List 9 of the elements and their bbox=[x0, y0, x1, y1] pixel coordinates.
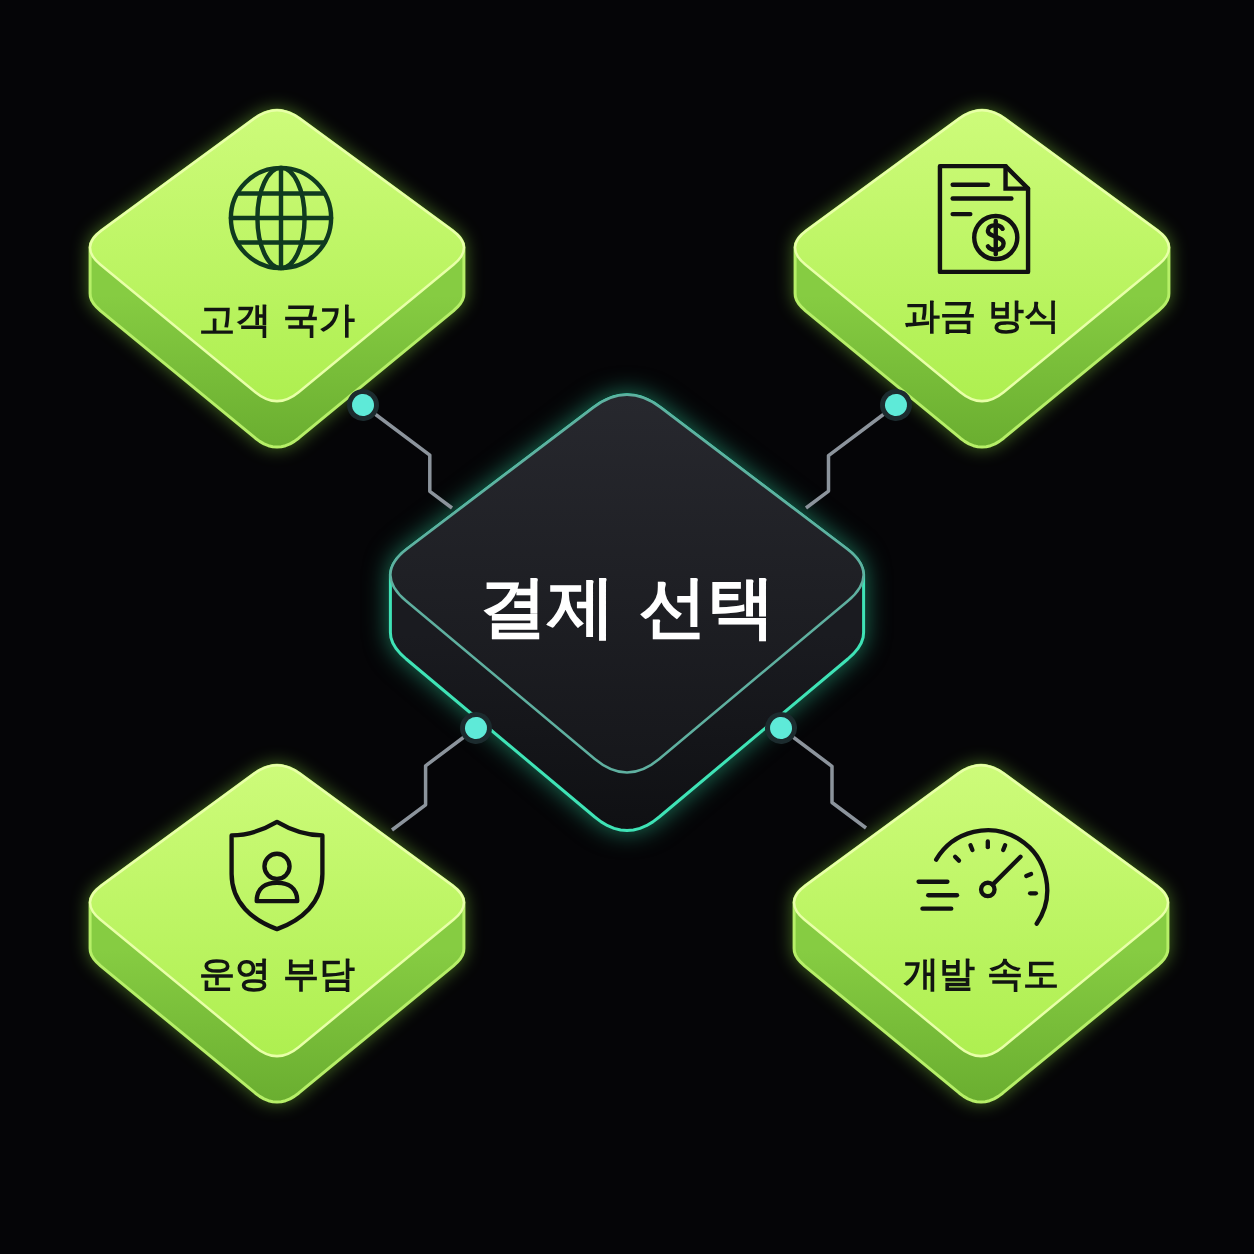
connector bbox=[390, 712, 492, 832]
node-label: 결제 선택 bbox=[479, 573, 775, 641]
node-label: 고객 국가 bbox=[198, 302, 356, 338]
connector bbox=[765, 712, 868, 830]
node-label: 운영 부담 bbox=[198, 956, 356, 992]
node-label: 과금 방식 bbox=[903, 298, 1061, 334]
connector bbox=[347, 389, 454, 510]
connector bbox=[804, 389, 912, 510]
node-label: 개발 속도 bbox=[902, 956, 1060, 992]
